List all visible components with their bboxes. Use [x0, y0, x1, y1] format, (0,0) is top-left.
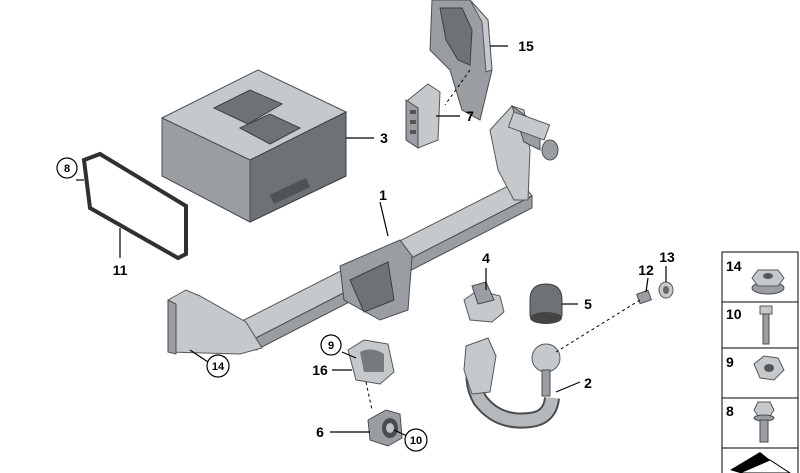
- legend-item-8: 8: [726, 403, 734, 419]
- callout-7: 7: [466, 108, 474, 124]
- callout-10-circle: 10: [404, 428, 428, 452]
- part-6-sleeve[interactable]: [367, 409, 403, 447]
- flange-bolt-icon: [753, 401, 775, 443]
- callout-5: 5: [584, 296, 592, 312]
- callout-8-circle: 8: [56, 157, 78, 179]
- callout-1: 1: [379, 187, 387, 203]
- bolt-icon: [759, 305, 773, 345]
- hex-nut-icon: [753, 355, 785, 381]
- part-15-bracket[interactable]: [429, 0, 493, 121]
- callout-3: 3: [380, 130, 388, 146]
- part-16-clip[interactable]: [347, 339, 395, 385]
- callout-14-circle: 14: [206, 354, 230, 378]
- legend-item-14: 14: [726, 258, 742, 274]
- part-1-crossmember[interactable]: [167, 104, 559, 355]
- callout-9: 9: [328, 340, 334, 352]
- callout-8: 8: [64, 163, 70, 175]
- callout-14: 14: [212, 361, 225, 373]
- callout-9-circle: 9: [320, 334, 342, 356]
- callout-4: 4: [482, 250, 490, 266]
- fastener-legend: 14 10 9 8: [721, 251, 799, 473]
- callout-13: 13: [659, 249, 675, 265]
- part-5-cap[interactable]: [529, 283, 563, 324]
- callout-2: 2: [584, 375, 592, 391]
- callout-6: 6: [316, 424, 324, 440]
- part-11-frame-gasket[interactable]: [81, 151, 188, 261]
- part-4-socket[interactable]: [463, 281, 505, 323]
- arrow-icon: [730, 452, 791, 473]
- callout-15: 15: [518, 38, 534, 54]
- legend-item-10: 10: [726, 306, 742, 322]
- part-7-control-module[interactable]: [405, 83, 441, 149]
- callout-12: 12: [638, 262, 654, 278]
- part-13-washer[interactable]: [658, 281, 674, 299]
- callout-16: 16: [312, 362, 328, 378]
- part-12-bolt[interactable]: [636, 289, 652, 305]
- part-3-foam-insert[interactable]: [160, 69, 348, 223]
- callout-11: 11: [113, 262, 128, 278]
- callout-10: 10: [410, 435, 422, 447]
- flange-nut-icon: [751, 269, 785, 295]
- legend-item-9: 9: [726, 354, 734, 370]
- part-2-ball-neck[interactable]: [463, 337, 561, 429]
